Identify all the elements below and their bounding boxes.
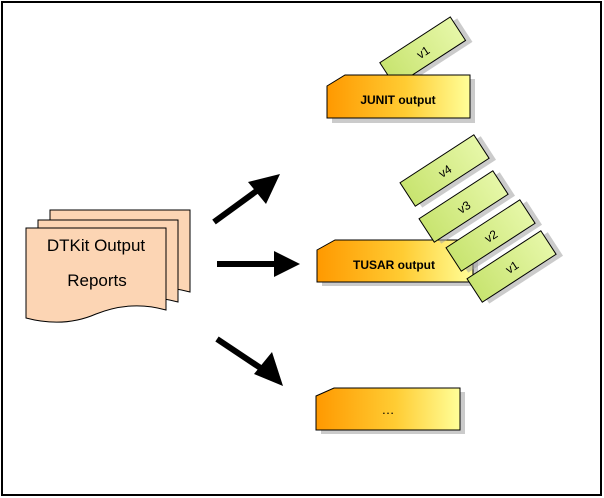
tusar-output-box: TUSAR output bbox=[316, 239, 478, 286]
source-label-line1: DTKit Output bbox=[47, 236, 146, 255]
source-reports-shape: DTKit Output Reports bbox=[25, 209, 191, 323]
source-label-line2: Reports bbox=[67, 271, 127, 290]
other-output-label: … bbox=[382, 402, 395, 417]
tusar-version-v1: v1 bbox=[466, 230, 563, 304]
tusar-version-v2: v2 bbox=[445, 199, 542, 273]
junit-output-box: JUNIT output bbox=[326, 74, 475, 123]
arrow-to-junit bbox=[212, 174, 280, 225]
arrow-to-other bbox=[215, 336, 283, 386]
arrow-to-tusar bbox=[217, 251, 300, 277]
tusar-version-v3: v3 bbox=[418, 170, 515, 244]
junit-output-label: JUNIT output bbox=[360, 93, 435, 107]
tusar-version-v4: v4 bbox=[399, 134, 496, 208]
junit-version-v1: v1 bbox=[379, 16, 473, 88]
tusar-output-label: TUSAR output bbox=[353, 258, 435, 272]
other-output-box: … bbox=[315, 387, 465, 434]
